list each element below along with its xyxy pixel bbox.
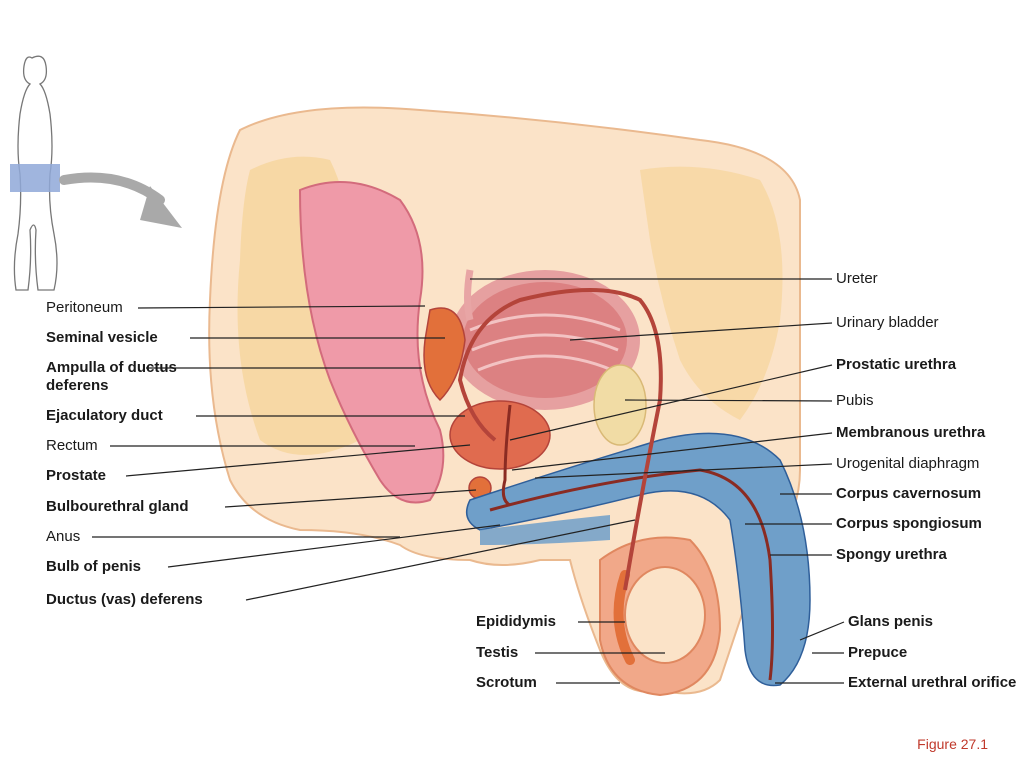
pointer-arrow-icon (59, 172, 182, 228)
label-ampulla: Ampulla of ductus deferens (46, 359, 177, 394)
label-seminal-vesicle: Seminal vesicle (46, 329, 158, 346)
label-bulb-of-penis: Bulb of penis (46, 558, 141, 575)
label-peritoneum: Peritoneum (46, 299, 123, 316)
leader-bulbourethral-gland (224, 489, 477, 508)
region-highlight-box (10, 164, 60, 192)
label-ejaculatory-duct: Ejaculatory duct (46, 407, 163, 424)
leader-ductus-deferens (245, 519, 636, 601)
label-prepuce: Prepuce (848, 644, 908, 661)
rectum-shape (298, 181, 445, 504)
prostate-shape (449, 400, 551, 470)
label-pubis: Pubis (836, 392, 874, 409)
penis-shape (465, 432, 811, 687)
testis-shape (624, 566, 706, 664)
leader-urogenital-diaphragm (534, 463, 833, 479)
figure-caption: Figure 27.1 (917, 736, 988, 752)
label-scrotum: Scrotum (476, 674, 537, 691)
pubis-shape (593, 364, 647, 446)
label-bulbourethral-gland: Bulbourethral gland (46, 498, 189, 515)
label-prostate: Prostate (46, 467, 107, 484)
label-prostatic-urethra: Prostatic urethra (836, 356, 957, 373)
label-corpus-cavernosum: Corpus cavernosum (836, 485, 982, 502)
urethra-path (501, 404, 512, 507)
bladder-shape (450, 270, 640, 410)
seminal-vesicle-shape (423, 307, 466, 402)
label-corpus-spongiosum: Corpus spongiosum (836, 515, 982, 532)
label-testis: Testis (476, 644, 519, 661)
leader-prostate (125, 444, 471, 477)
leader-bulb-of-penis (167, 524, 501, 568)
leader-pubis (624, 399, 833, 402)
leader-peritoneum (137, 305, 426, 309)
label-epididymis: Epididymis (476, 613, 557, 630)
leader-prostatic-urethra (509, 364, 833, 441)
ureter-path (464, 269, 474, 321)
label-external-urethral-orifice: External urethral orifice (848, 674, 1017, 691)
label-glans-penis: Glans penis (848, 613, 934, 630)
label-rectum: Rectum (46, 437, 98, 454)
leader-glans-penis (799, 621, 845, 641)
leader-urinary-bladder (569, 322, 833, 341)
label-urinary-bladder: Urinary bladder (836, 314, 939, 331)
leader-membranous-urethra (511, 432, 833, 471)
label-anus: Anus (46, 528, 81, 545)
epididymis-shape (613, 570, 635, 665)
label-ductus-deferens: Ductus (vas) deferens (46, 591, 203, 608)
label-ureter: Ureter (836, 270, 878, 287)
leader-lines (92, 278, 845, 684)
label-membranous-urethra: Membranous urethra (836, 424, 986, 441)
scrotum-shape (599, 536, 722, 697)
label-urogenital-diaphragm: Urogenital diaphragm (836, 455, 980, 472)
label-spongy-urethra: Spongy urethra (836, 546, 947, 563)
